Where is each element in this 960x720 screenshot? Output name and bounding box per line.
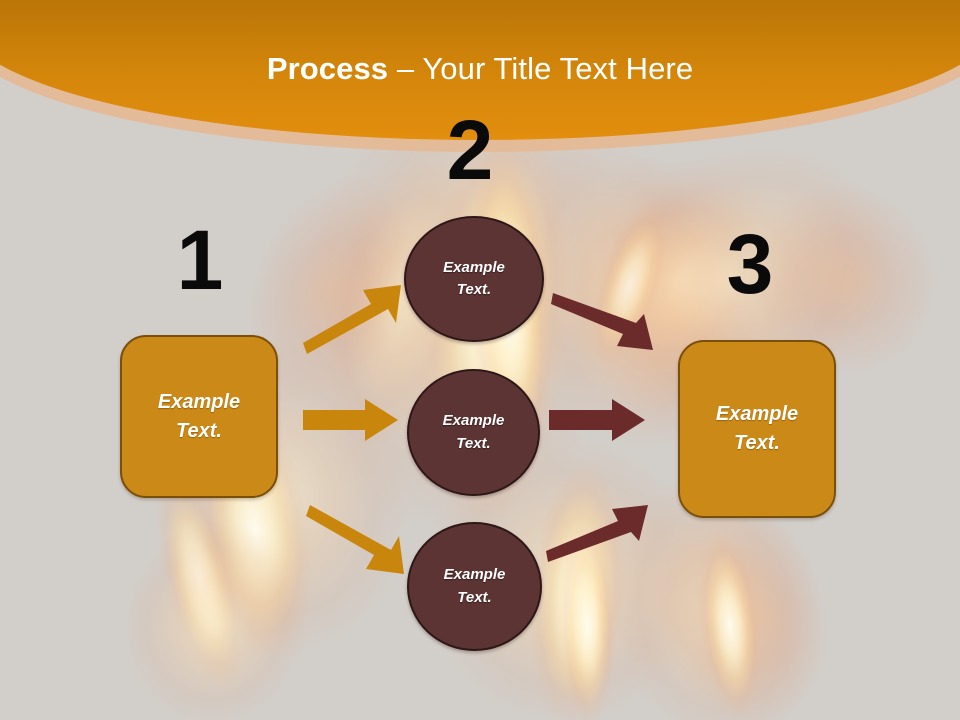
- process-box-left[interactable]: Example Text.: [120, 335, 278, 498]
- process-box-right-label: Example Text.: [716, 400, 798, 458]
- label-line-2: Text.: [176, 419, 222, 442]
- process-circle-bottom-label: Example Text.: [444, 564, 506, 609]
- label-line-1: Example: [442, 412, 505, 429]
- label-line-1: Example: [715, 403, 799, 425]
- process-circle-top[interactable]: Example Text.: [404, 216, 544, 342]
- slide-header: [0, 0, 960, 200]
- label-line-1: Example: [443, 258, 505, 276]
- process-circle-top-label: Example Text.: [443, 257, 505, 302]
- label-line-2: Text.: [456, 281, 492, 298]
- arrow-left-to-bottom[interactable]: [303, 505, 407, 577]
- process-box-right[interactable]: Example Text.: [678, 340, 836, 518]
- arrow-bottom-to-right[interactable]: [546, 503, 650, 565]
- label-line-1: Example: [157, 390, 241, 413]
- process-circle-middle[interactable]: Example Text.: [407, 369, 540, 496]
- label-line-2: Text.: [734, 432, 780, 454]
- page-title-strong: Process: [266, 51, 389, 86]
- label-line-1: Example: [443, 566, 506, 583]
- label-line-2: Text.: [457, 588, 492, 606]
- arrow-middle-to-right[interactable]: [549, 399, 646, 441]
- arrow-left-to-top[interactable]: [300, 283, 404, 355]
- step-number-3: 3: [726, 217, 774, 311]
- step-number-2: 2: [446, 103, 494, 197]
- process-box-left-label: Example Text.: [158, 388, 240, 446]
- arrow-left-to-middle[interactable]: [303, 399, 399, 441]
- page-title-rest: – Your Title Text Here: [388, 51, 694, 86]
- process-circle-bottom[interactable]: Example Text.: [407, 522, 542, 651]
- arrow-top-to-right[interactable]: [551, 290, 655, 352]
- step-number-1: 1: [176, 213, 224, 307]
- process-circle-middle-label: Example Text.: [443, 410, 505, 455]
- page-title: Process – Your Title Text Here: [0, 51, 960, 86]
- label-line-2: Text.: [456, 434, 491, 452]
